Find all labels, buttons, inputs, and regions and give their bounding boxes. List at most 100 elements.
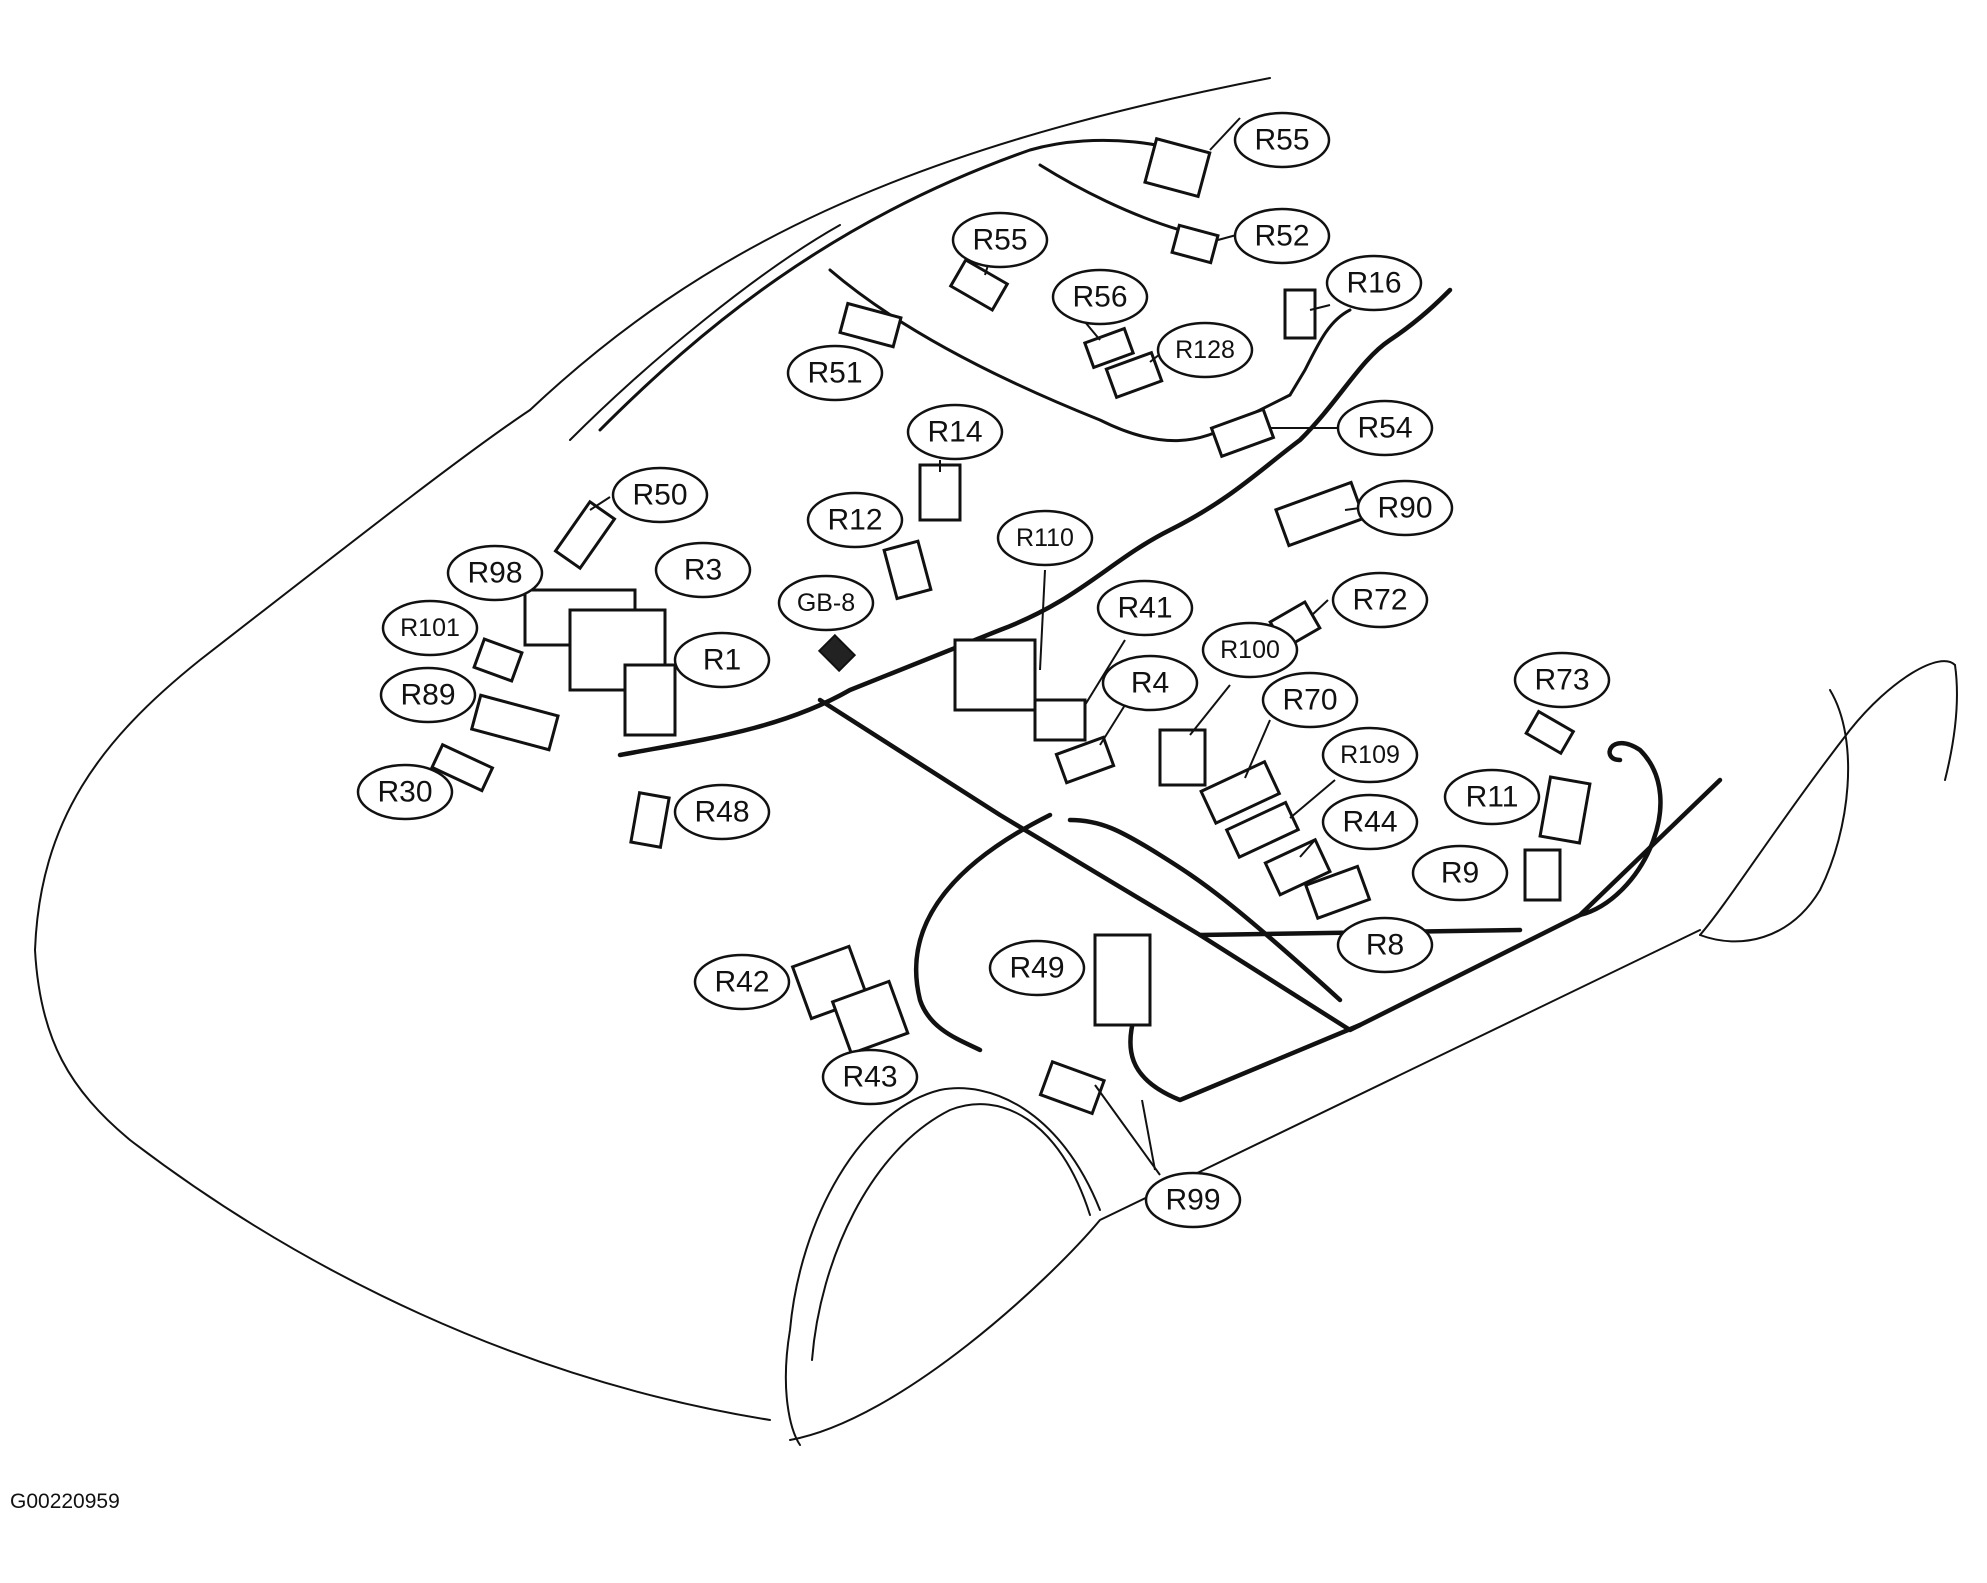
leader-r99-b <box>1094 1084 1161 1176</box>
connector-r101 <box>472 637 524 683</box>
connector-r41 <box>1033 698 1087 742</box>
label-r72: R72 <box>1331 571 1429 629</box>
label-r48-text: R48 <box>694 796 749 829</box>
rear-right-branch <box>1577 741 1663 918</box>
label-r73: R73 <box>1513 651 1611 709</box>
front-bumper-line <box>34 949 771 1421</box>
connector-r14 <box>918 463 962 522</box>
label-r9-text: R9 <box>1441 857 1479 890</box>
label-r54-text: R54 <box>1357 412 1412 445</box>
label-r12-text: R12 <box>827 504 882 537</box>
connector-r73 <box>1524 709 1576 756</box>
label-r100-text: R100 <box>1220 636 1280 664</box>
main-trunk <box>617 287 1453 758</box>
label-r98: R98 <box>446 544 544 602</box>
connector-r11 <box>1538 775 1592 845</box>
leader-r44 <box>1299 839 1316 858</box>
leader-r100 <box>1189 684 1231 736</box>
label-r49-text: R49 <box>1009 952 1064 985</box>
label-r55-mid-text: R55 <box>972 224 1027 257</box>
connector-r51 <box>838 301 903 349</box>
leader-r55-top <box>1209 117 1241 151</box>
label-r42: R42 <box>693 953 791 1011</box>
label-gb8: GB-8 <box>777 574 875 632</box>
hood-line <box>34 409 531 951</box>
connector-r55-top <box>1143 136 1212 199</box>
label-r4-text: R4 <box>1131 667 1169 700</box>
label-r99: R99 <box>1144 1171 1242 1229</box>
center-branch <box>1067 817 1343 1003</box>
label-r56-text: R56 <box>1072 281 1127 314</box>
connector-r100 <box>1158 728 1207 787</box>
connector-r54 <box>1209 407 1276 459</box>
label-r110-text: R110 <box>1016 524 1074 552</box>
label-r72-text: R72 <box>1352 584 1407 617</box>
label-r90: R90 <box>1356 479 1454 537</box>
label-r50-text: R50 <box>632 479 687 512</box>
rear-wheel-arch <box>1699 660 1956 936</box>
label-r51-text: R51 <box>807 357 862 390</box>
label-r110: R110 <box>996 509 1094 567</box>
label-r99-text: R99 <box>1165 1184 1220 1217</box>
leader-r109 <box>1289 779 1336 819</box>
label-r48: R48 <box>673 783 771 841</box>
label-r14-text: R14 <box>927 416 982 449</box>
labels: R55 R52 R55 R16 R56 R128 R51 R54 R14 R50… <box>356 111 1611 1229</box>
label-r101-text: R101 <box>400 614 460 642</box>
leader-r41 <box>1084 639 1126 706</box>
label-r55-mid: R55 <box>951 211 1049 269</box>
connector-r56 <box>1082 326 1136 370</box>
connector-r99 <box>1038 1059 1107 1116</box>
connectors <box>430 136 1592 1116</box>
connector-r12 <box>882 539 933 601</box>
label-r16: R16 <box>1325 254 1423 312</box>
figure-id: G00220959 <box>10 1490 120 1513</box>
label-r100: R100 <box>1201 621 1299 679</box>
label-r12: R12 <box>806 491 904 549</box>
rear-quarter <box>1944 664 1958 781</box>
connector-r49 <box>1093 933 1152 1027</box>
label-r98-text: R98 <box>467 557 522 590</box>
front-tyre <box>811 1103 1091 1361</box>
connector-r110 <box>953 638 1037 712</box>
label-r30: R30 <box>356 763 454 821</box>
label-r14: R14 <box>906 403 1004 461</box>
leader-r99 <box>1141 1099 1156 1171</box>
label-r1-text: R1 <box>703 644 741 677</box>
connector-r70 <box>1199 759 1282 826</box>
front-wheel-arch <box>784 1087 1101 1446</box>
roof-line <box>529 77 1271 411</box>
label-r70-text: R70 <box>1282 684 1337 717</box>
label-r11-text: R11 <box>1466 781 1519 814</box>
label-r11: R11 <box>1443 768 1541 826</box>
leader-r110 <box>1039 569 1046 671</box>
label-r55-top-text: R55 <box>1254 124 1309 157</box>
label-r50: R50 <box>611 466 709 524</box>
connector-r52 <box>1170 223 1220 265</box>
label-r44-text: R44 <box>1342 806 1397 839</box>
label-gb8-text: GB-8 <box>797 589 855 617</box>
label-r30-text: R30 <box>377 776 432 809</box>
label-r89-text: R89 <box>400 679 455 712</box>
label-r56: R56 <box>1051 268 1149 326</box>
connector-r43 <box>830 979 910 1056</box>
label-r43: R43 <box>821 1048 919 1106</box>
floor-trunk <box>817 697 1723 1033</box>
connector-r4 <box>1054 735 1116 785</box>
label-r4: R4 <box>1101 654 1199 712</box>
rear-tyre <box>1699 689 1850 943</box>
leader-r72 <box>1311 599 1329 616</box>
label-r55-top: R55 <box>1233 111 1331 169</box>
label-r9: R9 <box>1411 844 1509 902</box>
connector-r8 <box>1303 864 1372 921</box>
leader-r50 <box>589 496 611 511</box>
label-r90-text: R90 <box>1377 492 1432 525</box>
label-r44: R44 <box>1321 793 1419 851</box>
connector-r90 <box>1273 480 1367 548</box>
label-r109-text: R109 <box>1340 741 1400 769</box>
label-r1: R1 <box>673 631 771 689</box>
connector-r9 <box>1523 848 1562 902</box>
connector-r128 <box>1104 350 1164 400</box>
connector-r30 <box>430 742 495 793</box>
label-r41-text: R41 <box>1117 592 1172 625</box>
